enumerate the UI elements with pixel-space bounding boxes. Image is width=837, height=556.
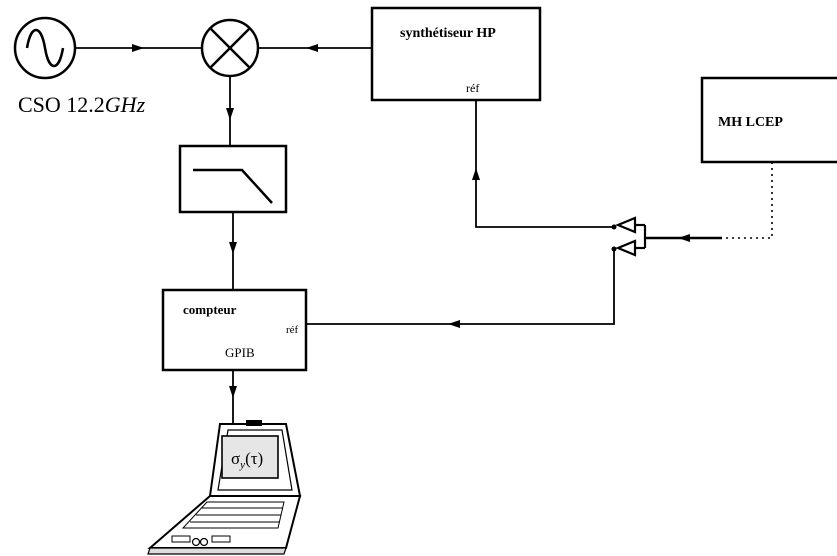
wire-maser-dotted [722, 162, 773, 239]
laptop-computer: σy(τ) [147, 420, 302, 555]
oscillator-symbol [13, 16, 77, 80]
wire-ref-to-synthesizer [475, 100, 614, 228]
counter-title: compteur [183, 302, 237, 317]
allan-deviation-formula: σy(τ) [231, 449, 263, 471]
distribution-amplifier [611, 216, 647, 257]
lowpass-filter-icon [193, 168, 273, 204]
counter-ref-label: réf [286, 324, 299, 336]
counter-gpib-label: GPIB [225, 345, 255, 360]
mixer-symbol [200, 18, 260, 78]
counter-box [161, 288, 308, 372]
synthesizer-title: synthétiseur HP [400, 26, 496, 41]
wire-ref-to-counter [306, 249, 615, 325]
synthesizer-box [370, 6, 542, 102]
laptop-screen [221, 435, 279, 479]
oscillator-label: CSO 12.2GHz [18, 92, 146, 117]
maser-title: MH LCEP [718, 115, 783, 130]
synthesizer-ref-label: réf [466, 81, 479, 95]
